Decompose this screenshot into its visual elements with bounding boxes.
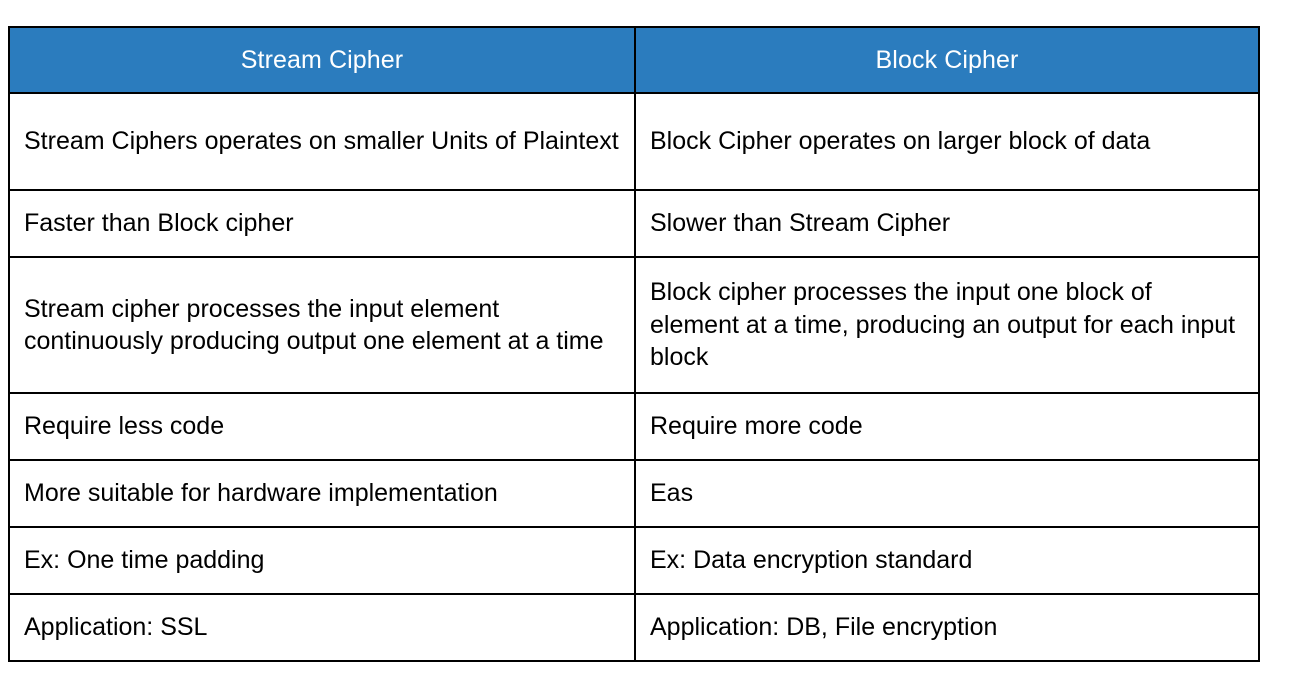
cell-text: Block Cipher operates on larger block of…	[650, 127, 1151, 156]
table-row: Ex: One time padding Ex: Data encryption…	[8, 526, 1260, 595]
table-row: More suitable for hardware implementatio…	[8, 459, 1260, 528]
table-row: Faster than Block cipher Slower than Str…	[8, 189, 1260, 258]
cell-block-row-6: Ex: Data encryption standard	[634, 526, 1260, 595]
table-header-row: Stream Cipher Block Cipher	[8, 26, 1260, 94]
table-header: Stream Cipher Block Cipher	[8, 26, 1260, 94]
cell-block-row-1: Block Cipher operates on larger block of…	[634, 92, 1260, 191]
cell-stream-row-3: Stream cipher processes the input elemen…	[8, 256, 636, 394]
cell-stream-row-7: Application: SSL	[8, 593, 636, 662]
cell-text: Block cipher processes the input one blo…	[650, 278, 1236, 372]
cell-text: Faster than Block cipher	[24, 209, 294, 238]
cell-text: Eas	[650, 479, 694, 508]
table-row: Stream cipher processes the input elemen…	[8, 256, 1260, 394]
cell-stream-row-2: Faster than Block cipher	[8, 189, 636, 258]
table-body: Stream Ciphers operates on smaller Units…	[8, 92, 1260, 662]
cell-text: Slower than Stream Cipher	[650, 209, 951, 238]
cell-text: Stream cipher processes the input elemen…	[24, 294, 604, 356]
cell-text: Require more code	[650, 412, 863, 441]
cell-block-row-3: Block cipher processes the input one blo…	[634, 256, 1260, 394]
cell-block-row-2: Slower than Stream Cipher	[634, 189, 1260, 258]
cipher-comparison-table: Stream Cipher Block Cipher Stream Cipher…	[8, 26, 1260, 662]
cell-text: More suitable for hardware implementatio…	[24, 479, 498, 508]
column-header-block-cipher: Block Cipher	[634, 26, 1260, 94]
cell-block-row-7: Application: DB, File encryption	[634, 593, 1260, 662]
cell-text: Ex: Data encryption standard	[650, 546, 973, 575]
cell-stream-row-5: More suitable for hardware implementatio…	[8, 459, 636, 528]
cell-block-row-4: Require more code	[634, 392, 1260, 461]
cell-stream-row-4: Require less code	[8, 392, 636, 461]
table-row: Stream Ciphers operates on smaller Units…	[8, 92, 1260, 191]
table-row: Application: SSL Application: DB, File e…	[8, 593, 1260, 662]
cell-text: Ex: One time padding	[24, 546, 265, 575]
table-row: Require less code Require more code	[8, 392, 1260, 461]
cell-text: Application: DB, File encryption	[650, 613, 998, 642]
cell-text: Stream Ciphers operates on smaller Units…	[24, 127, 619, 156]
cell-block-row-5: Eas	[634, 459, 1260, 528]
cell-text: Require less code	[24, 412, 225, 441]
cell-text: Application: SSL	[24, 613, 208, 642]
cell-stream-row-6: Ex: One time padding	[8, 526, 636, 595]
column-header-stream-cipher: Stream Cipher	[8, 26, 636, 94]
cell-stream-row-1: Stream Ciphers operates on smaller Units…	[8, 92, 636, 191]
